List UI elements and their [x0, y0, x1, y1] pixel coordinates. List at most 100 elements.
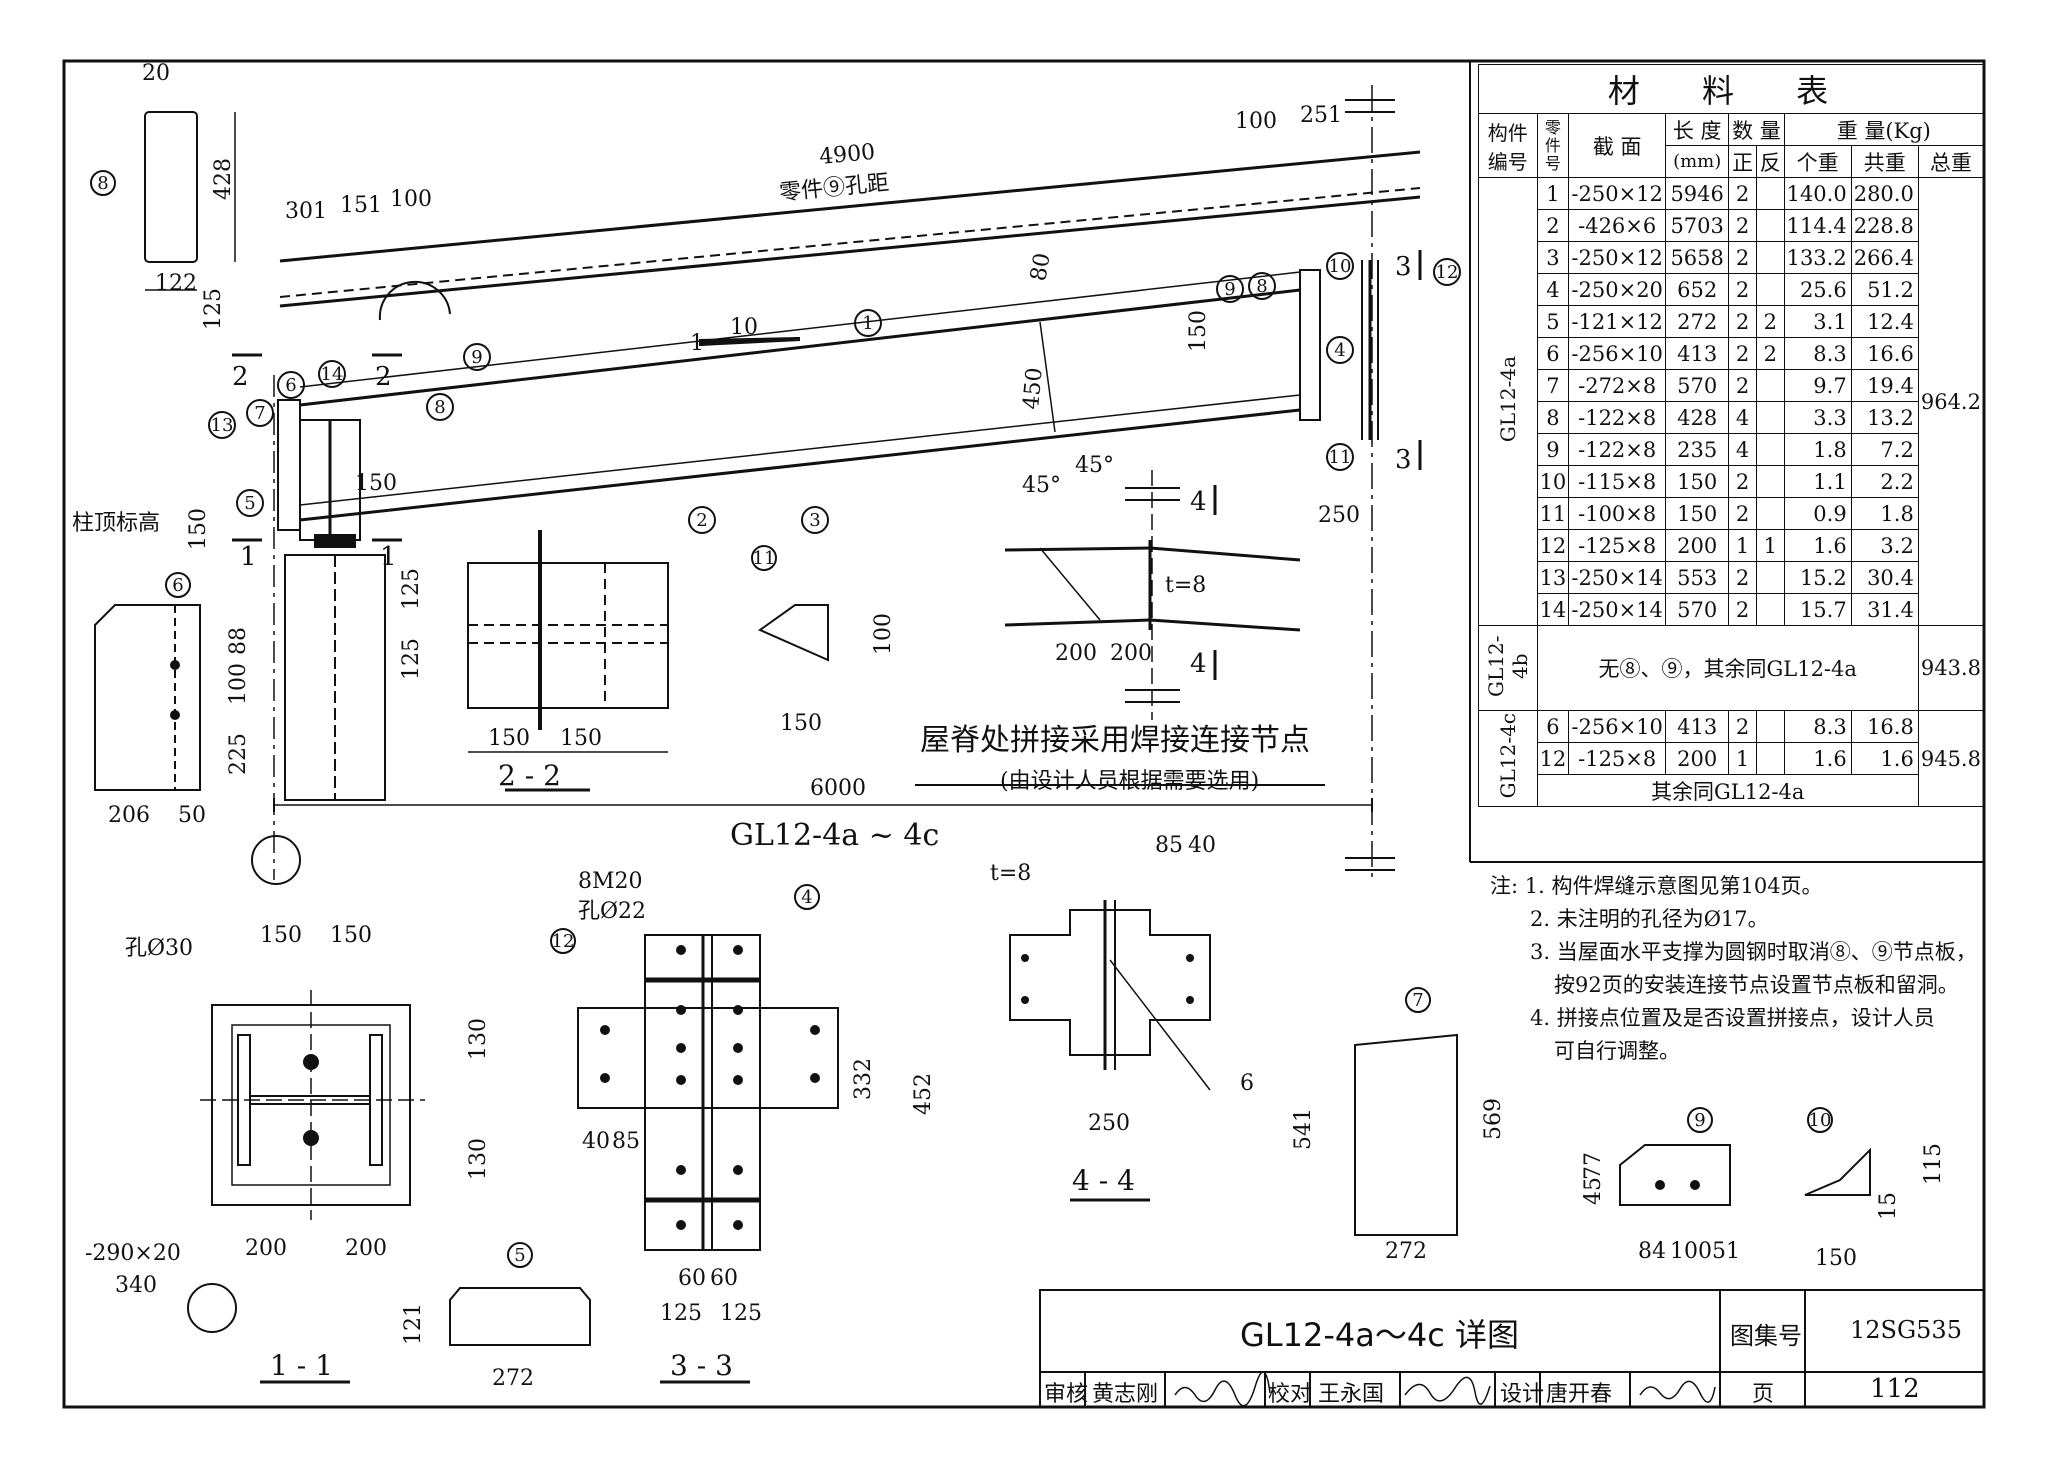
- notes-label: 注:: [1490, 874, 1519, 898]
- svg-text:8: 8: [434, 397, 445, 418]
- cell-neg: [1755, 497, 1785, 530]
- sec22-label: 2 - 2: [498, 759, 561, 792]
- dim-332: 332: [851, 1058, 876, 1100]
- table-title: 材 料 表: [1478, 64, 1984, 114]
- dim-125a: 125: [201, 288, 226, 330]
- part-5-detail: [449, 1242, 591, 1346]
- svg-text:12: 12: [1436, 262, 1459, 283]
- dim-122: 122: [155, 271, 197, 296]
- cell-total: 280.0: [1850, 177, 1919, 210]
- cell-pos: 2: [1728, 593, 1757, 626]
- t8-sec44: t=8: [990, 861, 1031, 886]
- cell-total: 19.4: [1850, 369, 1919, 402]
- dim-40b: 40: [1188, 833, 1216, 858]
- svg-text:5: 5: [244, 493, 255, 514]
- dim-125b: 125: [399, 568, 424, 610]
- cell-length: 413: [1665, 710, 1730, 743]
- dim-272b: 272: [1385, 1239, 1427, 1264]
- cell-section: -250×14: [1568, 561, 1667, 594]
- dim-100c: 100: [871, 613, 896, 655]
- svg-text:9: 9: [1694, 1110, 1705, 1131]
- dim-60b: 60: [710, 1266, 738, 1291]
- dim-15: 15: [1876, 1192, 1901, 1220]
- cell-neg: [1755, 465, 1785, 498]
- cell-section: -250×12: [1568, 177, 1667, 210]
- sec-mark-2b: 2: [375, 362, 392, 392]
- cell-part: 11: [1536, 497, 1570, 530]
- review-label: 审核: [1044, 1382, 1089, 1407]
- cell-total: 266.4: [1850, 241, 1919, 274]
- deg45-a: 45°: [1022, 473, 1061, 498]
- hole22-label: 孔Ø22: [578, 899, 646, 924]
- signature-reviewer: [1174, 1371, 1271, 1407]
- ridge-weld-detail: [915, 470, 1325, 786]
- cell-total: 2.2: [1850, 465, 1919, 498]
- dim-6000: 6000: [810, 776, 866, 801]
- cell-total: 51.2: [1850, 273, 1919, 306]
- note-4-cont: 可自行调整。: [1554, 1039, 1680, 1063]
- hdr-qty-neg: 反: [1755, 145, 1785, 178]
- material-table: 材 料 表 构件编号 零件号 截 面 长 度 数 量 重 量(Kg) (mm) …: [1478, 64, 1985, 861]
- dim-150c: 150: [186, 508, 211, 550]
- hdr-w-sum: 总重: [1917, 145, 1985, 178]
- table-row-note: 其余同GL12-4a: [1479, 774, 1984, 807]
- dim-115: 115: [1921, 1143, 1946, 1185]
- page-label: 页: [1752, 1382, 1775, 1407]
- cell-length: 5703: [1665, 209, 1730, 242]
- svg-text:6: 6: [172, 575, 183, 596]
- cell-pos: 4: [1728, 433, 1757, 466]
- cell-pos: 1: [1728, 742, 1757, 775]
- part-7-detail: [1354, 987, 1458, 1236]
- sheet-frame: [62, 59, 1986, 1409]
- group-b-total: 943.8: [1917, 625, 1985, 711]
- note-3: 3. 当屋面水平支撑为圆钢时取消⑧、⑨节点板，: [1530, 940, 1977, 964]
- atlas-no: 12SG535: [1850, 1316, 1962, 1344]
- slope-1: 1: [690, 331, 704, 356]
- cell-each: 1.8: [1783, 433, 1852, 466]
- cell-pos: 2: [1728, 273, 1757, 306]
- cell-part: 6: [1536, 337, 1570, 370]
- cell-length: 200: [1665, 529, 1730, 562]
- cell-length: 652: [1665, 273, 1730, 306]
- cell-each: 15.7: [1783, 593, 1852, 626]
- cell-each: 8.3: [1783, 337, 1852, 370]
- cell-pos: 2: [1728, 209, 1757, 242]
- cell-total: 228.8: [1850, 209, 1919, 242]
- ridge-note: 屋脊处拼接采用焊接连接节点: [920, 723, 1310, 758]
- cell-each: 114.4: [1783, 209, 1852, 242]
- checker: 王永国: [1318, 1382, 1385, 1407]
- svg-text:10: 10: [1809, 1110, 1832, 1131]
- svg-text:8: 8: [1256, 276, 1267, 297]
- atlas-label: 图集号: [1730, 1322, 1802, 1350]
- cell-part: 13: [1536, 561, 1570, 594]
- dim-100a: 100: [390, 187, 432, 212]
- cell-each: 8.3: [1783, 710, 1852, 743]
- dim-50a: 50: [178, 803, 206, 828]
- section-4-4: [1009, 900, 1211, 1202]
- dim-130a: 130: [466, 1018, 491, 1060]
- dim-150d: 150: [488, 726, 530, 751]
- cell-total: 30.4: [1850, 561, 1919, 594]
- svg-text:11: 11: [1329, 447, 1352, 468]
- hdr-weight: 重 量(Kg): [1783, 113, 1985, 146]
- bolts-label: 8M20: [578, 869, 643, 894]
- svg-text:3: 3: [809, 510, 820, 531]
- cell-section: -125×8: [1568, 742, 1667, 775]
- dim-150h: 150: [330, 923, 372, 948]
- cell-part: 2: [1536, 209, 1570, 242]
- signature-designer: [1639, 1380, 1716, 1403]
- dim-200d: 200: [345, 1236, 387, 1261]
- cell-length: 235: [1665, 433, 1730, 466]
- cell-each: 3.3: [1783, 401, 1852, 434]
- hole30-label: 孔Ø30: [125, 936, 193, 961]
- cell-section: -125×8: [1568, 529, 1667, 562]
- cell-length: 5658: [1665, 241, 1730, 274]
- group-total: 964.2: [1917, 177, 1985, 626]
- ridge-sub: (由设计人员根据需要选用): [1000, 769, 1259, 794]
